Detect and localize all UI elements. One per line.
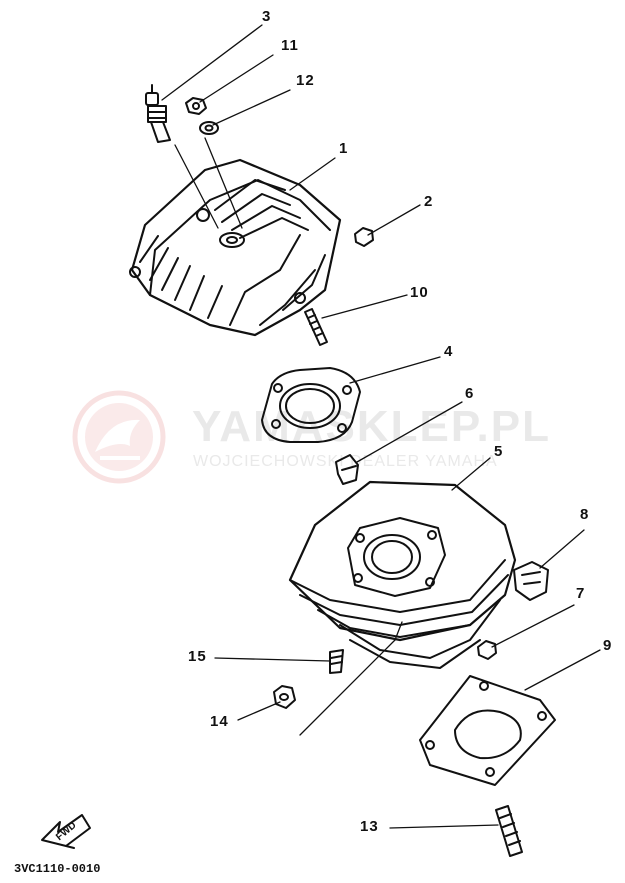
stud-bolt-13 xyxy=(495,805,523,857)
spark-plug-3 xyxy=(145,84,171,143)
callout-6: 6 xyxy=(465,385,475,402)
callout-15: 15 xyxy=(188,648,207,665)
callout-9: 9 xyxy=(603,637,613,654)
base-gasket-9 xyxy=(419,675,556,786)
callout-14: 14 xyxy=(210,713,229,730)
callout-4: 4 xyxy=(444,343,454,360)
nut-2 xyxy=(354,227,374,247)
callout-10: 10 xyxy=(410,284,429,301)
clip-6 xyxy=(335,454,359,485)
watermark-logo-circle xyxy=(72,390,166,484)
nut-14 xyxy=(273,685,296,709)
watermark-subtitle: WOJCIECHOWSKI DEALER YAMAHA xyxy=(193,453,498,470)
nut-11 xyxy=(185,97,207,115)
cylinder-5 xyxy=(288,480,517,669)
drawing-code: 3VC1110-0010 xyxy=(14,862,101,876)
watermark-title: YAMASKLEP.PL xyxy=(192,402,551,451)
callout-12: 12 xyxy=(296,72,315,89)
callout-8: 8 xyxy=(580,506,590,523)
fwd-arrow-icon xyxy=(41,814,91,849)
callout-11: 11 xyxy=(281,37,299,54)
stud-bolt-15 xyxy=(329,649,344,674)
damper-8 xyxy=(513,561,549,601)
washer-12 xyxy=(199,121,219,135)
callout-13: 13 xyxy=(360,818,379,835)
cylinder-head-1 xyxy=(129,158,342,337)
stud-bolt-10 xyxy=(304,308,328,346)
callout-5: 5 xyxy=(494,443,504,460)
leader-lines xyxy=(161,24,601,829)
callout-7: 7 xyxy=(576,585,586,602)
callout-1: 1 xyxy=(339,140,349,157)
callout-3: 3 xyxy=(262,8,272,25)
nut-7 xyxy=(477,640,497,660)
callout-2: 2 xyxy=(424,193,434,210)
head-gasket-4 xyxy=(261,367,361,443)
